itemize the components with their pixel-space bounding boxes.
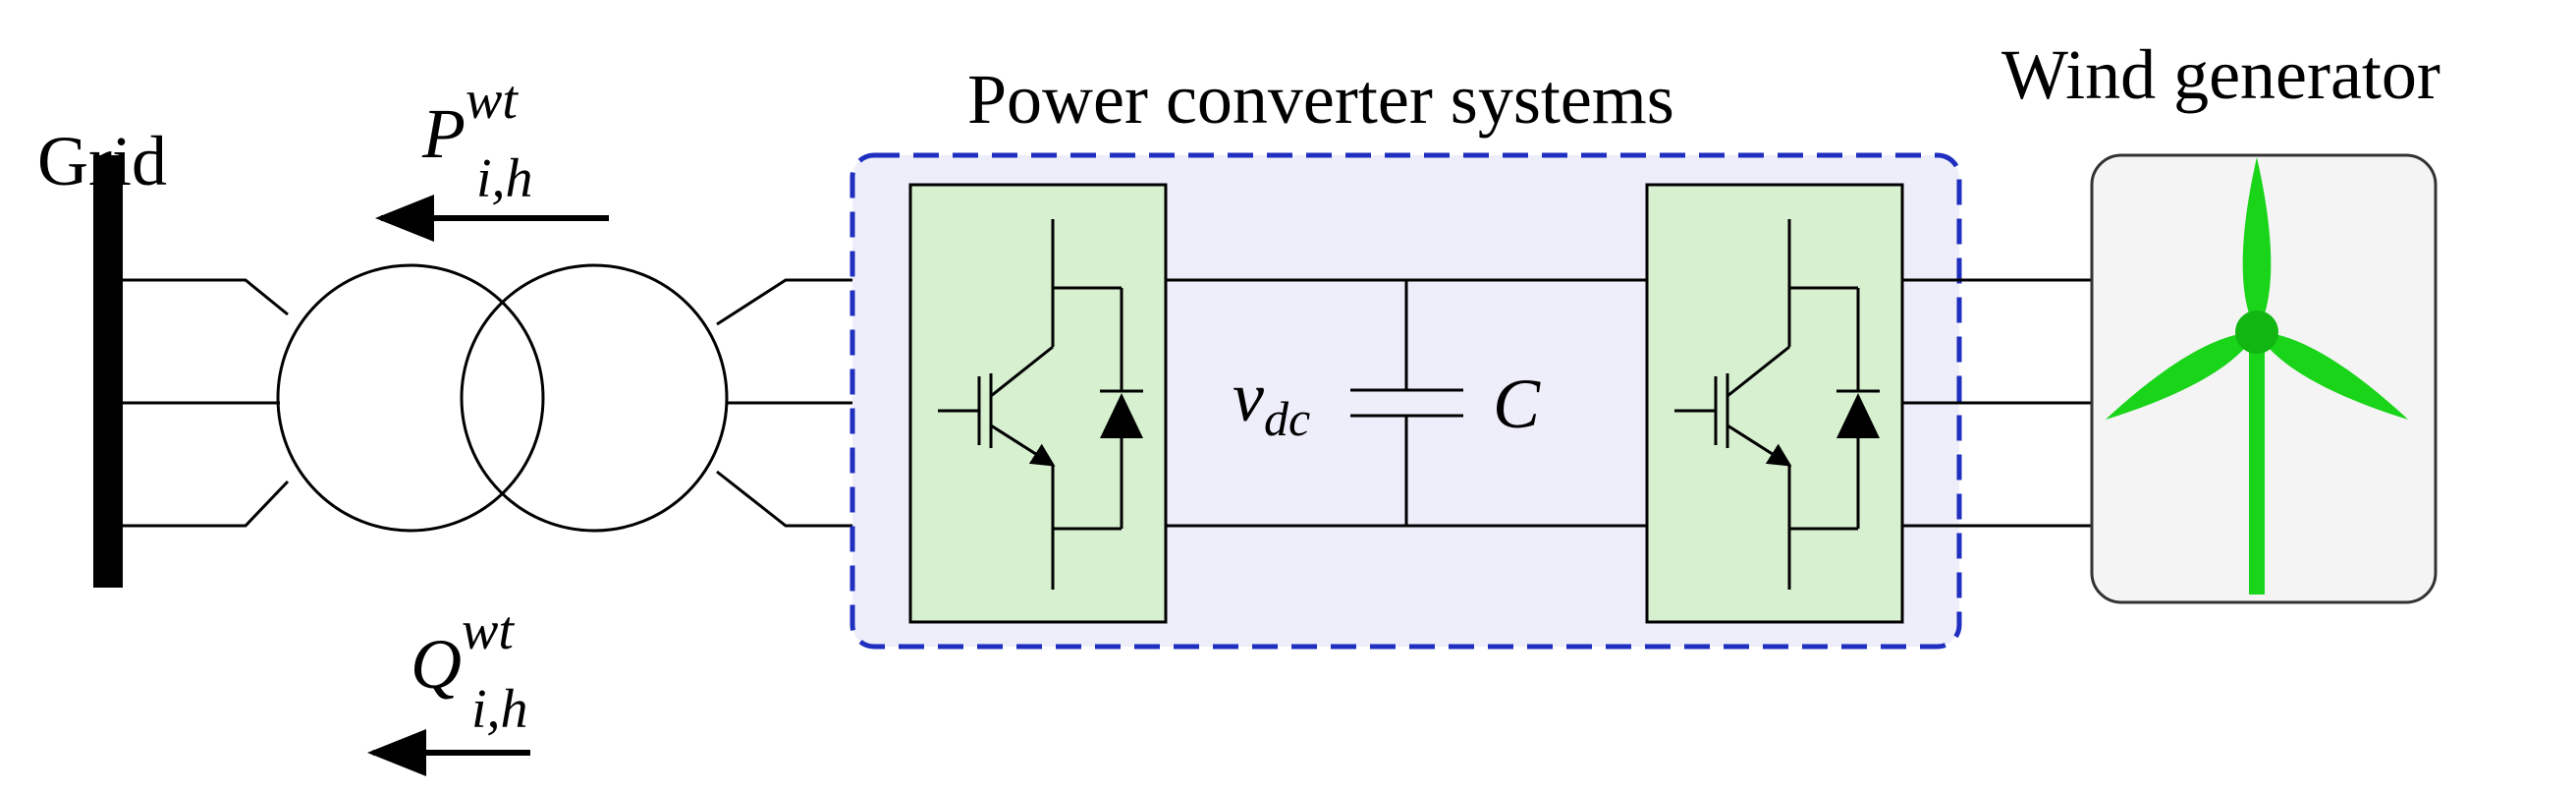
grid-side-lines xyxy=(123,278,290,528)
wind-turbine-icon xyxy=(2105,157,2409,594)
converter-title: Power converter systems xyxy=(967,60,1674,139)
transformer-icon xyxy=(276,263,729,533)
generator-title: Wind generator xyxy=(2001,35,2440,114)
capacitor-label: C xyxy=(1493,365,1541,443)
dc-voltage-label: vdc xyxy=(1233,358,1310,446)
generator-side-lines xyxy=(1902,278,2092,528)
grid-side-converter-igbt-diode-switch-icon xyxy=(910,185,1166,622)
dc-link xyxy=(1166,278,1647,528)
capacitor-icon xyxy=(1350,388,1463,418)
grid-label: Grid xyxy=(37,122,167,200)
grid-bus-bar xyxy=(93,155,123,588)
generator-side-converter-igbt-diode-switch-icon xyxy=(1647,185,1902,622)
